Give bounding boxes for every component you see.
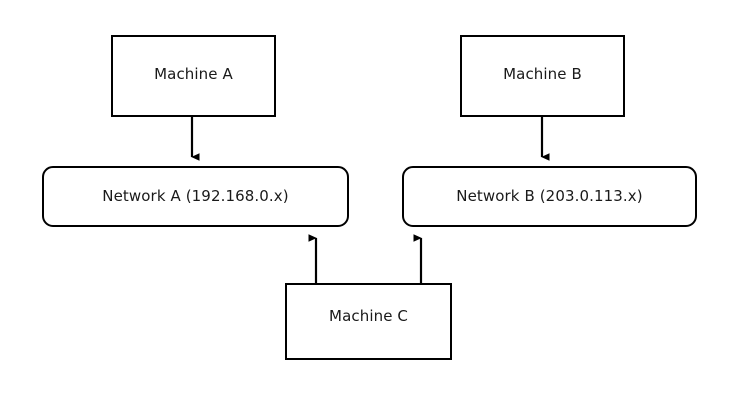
node-machine-b-label: Machine B: [503, 64, 582, 83]
node-network-a[interactable]: Network A (192.168.0.x): [42, 166, 349, 227]
node-network-b-label: Network B (203.0.113.x): [456, 187, 643, 205]
node-network-a-label: Network A (192.168.0.x): [102, 187, 289, 205]
node-machine-c[interactable]: Machine C: [285, 283, 452, 360]
node-machine-a-label: Machine A: [154, 64, 233, 83]
node-machine-b[interactable]: Machine B: [460, 35, 625, 117]
node-machine-c-label: Machine C: [329, 307, 408, 325]
node-network-b[interactable]: Network B (203.0.113.x): [402, 166, 697, 227]
node-machine-a[interactable]: Machine A: [111, 35, 276, 117]
